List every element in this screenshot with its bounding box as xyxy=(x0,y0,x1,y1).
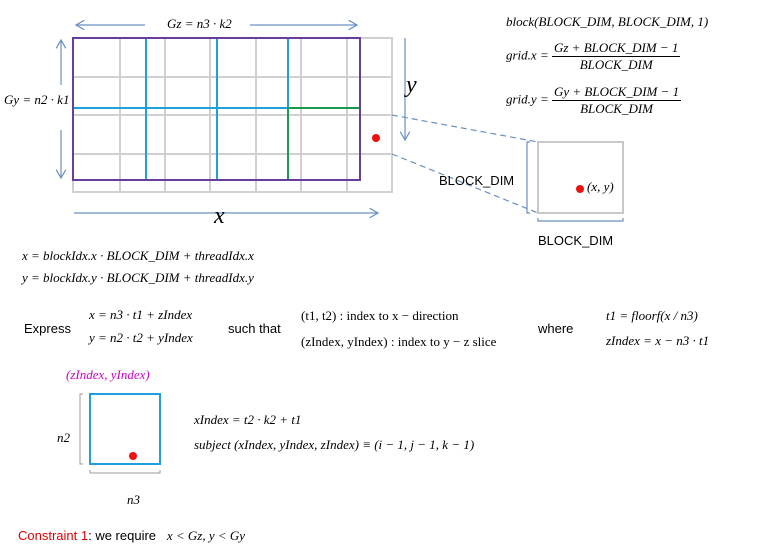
block-bottom-label: BLOCK_DIM xyxy=(538,233,614,248)
x-index-eq: x = blockIdx.x · BLOCK_DIM + threadIdx.x xyxy=(22,248,254,263)
constraint-prefix: Constraint 1 xyxy=(18,528,89,543)
where-1: t1 = floorf(x / n3) xyxy=(606,308,698,323)
grid-y-num: Gy + BLOCK_DIM − 1 xyxy=(551,84,682,101)
x-axis-label: x xyxy=(214,203,225,229)
subject-eq: subject (xIndex, yIndex, zIndex) ≡ (i − … xyxy=(194,437,475,452)
slice-lines xyxy=(73,38,289,180)
gz-label: Gz = n3 · k2 xyxy=(167,16,232,31)
block-side-label: BLOCK_DIM xyxy=(439,173,515,188)
thread-dot xyxy=(372,134,380,142)
block-side-brace xyxy=(526,141,530,214)
grid-x-den: BLOCK_DIM xyxy=(579,57,653,72)
gy-label: Gy = n2 · k1 xyxy=(4,92,70,107)
where-label: where xyxy=(538,321,574,336)
thread-grid xyxy=(72,37,393,193)
express-eq1: x = n3 · t1 + zIndex xyxy=(89,307,193,322)
slice-bottom-brace xyxy=(89,470,161,474)
green-block xyxy=(287,107,361,181)
slice-box xyxy=(89,393,161,465)
where-2: zIndex = x − n3 · t1 xyxy=(606,333,710,348)
such-that-2: (zIndex, yIndex) : index to y − z slice xyxy=(301,334,497,349)
such-that-1: (t1, t2) : index to x − direction xyxy=(301,308,459,323)
constraint-rest: : we require xyxy=(88,528,157,543)
such-that-label: such that xyxy=(228,321,281,336)
block-point-label: (x, y) xyxy=(587,179,614,194)
slice-title: (zIndex, yIndex) xyxy=(66,367,150,382)
y-axis-label: y xyxy=(406,72,417,98)
y-index-eq: y = blockIdx.y · BLOCK_DIM + threadIdx.y xyxy=(22,270,254,285)
express-eq2: y = n2 · t2 + yIndex xyxy=(89,330,193,345)
slice-side-brace xyxy=(79,393,83,465)
zoom-line-top xyxy=(391,114,539,143)
grid-x-num: Gz + BLOCK_DIM − 1 xyxy=(551,40,681,57)
block-bottom-brace xyxy=(537,218,624,222)
xindex-eq: xIndex = t2 · k2 + t1 xyxy=(194,412,302,427)
constraint-condition: x < Gz, y < Gy xyxy=(166,528,246,543)
grid-y-lhs: grid.y = xyxy=(506,91,549,107)
outer-domain xyxy=(72,37,361,181)
slice-side-label: n2 xyxy=(57,430,70,445)
block-dot xyxy=(576,185,584,193)
grid-y-den: BLOCK_DIM xyxy=(580,101,654,116)
block-dim-eq: block(BLOCK_DIM, BLOCK_DIM, 1) xyxy=(506,14,709,29)
zoom-line-bottom xyxy=(391,153,539,214)
grid-x-lhs: grid.x = xyxy=(506,47,549,63)
express-label: Express xyxy=(24,321,71,336)
slice-bottom-label: n3 xyxy=(127,492,140,507)
block-box xyxy=(537,141,624,214)
constraint-text: Constraint 1: we require x < Gz, y < Gy xyxy=(18,528,245,544)
slice-dot xyxy=(129,452,137,460)
